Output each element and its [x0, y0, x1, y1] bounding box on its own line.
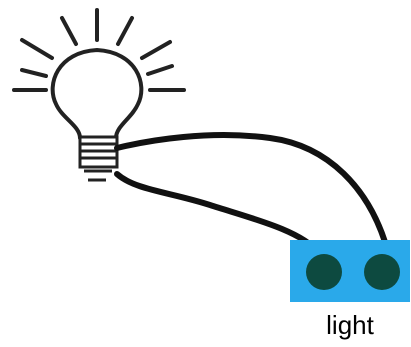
ray-upper-left	[20, 38, 54, 60]
bulb-base	[78, 135, 119, 182]
light-rays	[12, 8, 186, 92]
ray-upper-right	[140, 40, 172, 60]
ray-lower-left	[20, 68, 48, 78]
socket-label: light	[326, 310, 374, 340]
ray-top-left	[60, 16, 78, 46]
wire-top	[114, 132, 388, 245]
light-bulb-icon	[50, 48, 144, 140]
ray-top-right	[116, 16, 134, 46]
ray-lower-right	[146, 64, 174, 76]
wire-bottom	[114, 171, 321, 255]
socket-terminal-left	[306, 254, 342, 290]
socket-terminal-right	[364, 254, 400, 290]
